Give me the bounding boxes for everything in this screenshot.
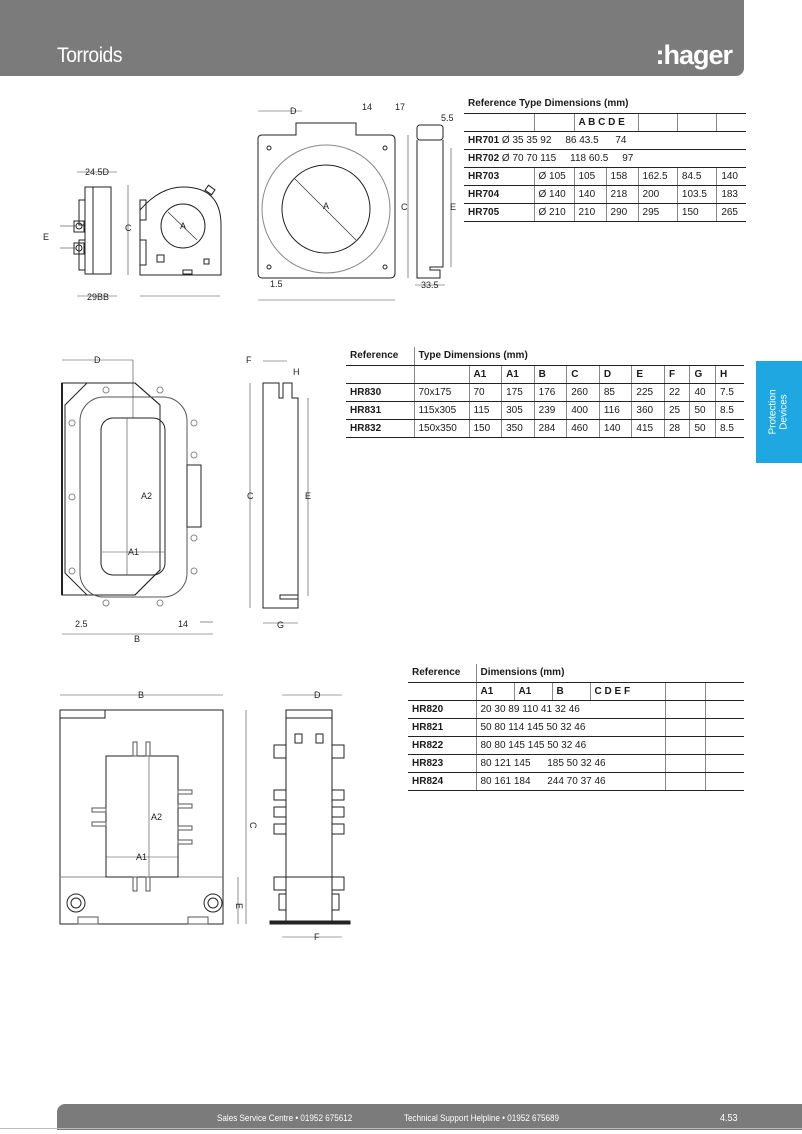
dim-label: F [246,355,252,365]
dim-label: H [293,367,300,377]
dim-label: D [290,106,297,116]
dim-label: A1 [128,547,139,557]
dim-label: D [94,355,101,365]
dim-label: E [305,491,311,501]
dim-label: 2.5 [75,619,88,629]
dim-label: G [277,620,284,630]
dim-label: B [138,690,144,700]
dim-label: A [180,221,186,231]
dim-label: 24.5D [85,167,110,177]
hager-logo: :hager [655,40,733,70]
dim-label: C [247,491,254,501]
table-row: HR830 70x175 70 175 176 260 85 225 22 40… [346,383,744,402]
table-row: HR832 150x350 150 350 284 460 140 415 28… [346,419,744,438]
dim-label: 33.5 [421,280,439,290]
dim-label: 1.5 [270,279,283,289]
sales-contact: Sales Service Centre • 01952 675612 [217,1113,353,1123]
dim-label: 14 [362,102,372,112]
hr820-dimensions-table: Reference Dimensions (mm) A1 A1 B C D E … [408,664,744,791]
column-headers: A B C D E [573,113,639,132]
table-row: HR705 Ø 210 210 290 295 150 265 [464,203,746,222]
page-number: 4.53 [720,1113,738,1124]
dim-label: C [401,202,408,212]
dim-label: 5.5 [441,113,454,123]
footer-divider [0,1128,802,1129]
dim-label: 14 [178,619,188,629]
table-row: HR823 80 121 145 185 50 32 46 [408,754,744,773]
dim-label: E [234,903,244,909]
page-footer: Sales Service Centre • 01952 675612 Tech… [57,1104,802,1130]
dim-label: F [314,932,320,942]
dim-label: B [134,634,140,644]
dim-label: A1 [136,852,147,862]
page-header: Torroids :hager [0,0,744,76]
table-row: HR831 115x305 115 305 239 400 116 360 25… [346,401,744,420]
table-row: HR702 Ø 70 70 115 118 60.5 97 [464,149,746,168]
dim-label: C [248,822,258,829]
table-row: HR821 50 80 114 145 50 32 46 [408,718,744,737]
dim-label: E [43,232,49,242]
dim-label: A [323,201,329,211]
torroid-hr830-drawing: D A2 A1 2.5 14 B F H C E G [61,355,311,644]
page-title: Torroids [57,44,123,67]
dim-label: C [125,223,132,233]
hr700-dimensions-table: Reference Type Dimensions (mm) A B C D E… [464,95,746,222]
table-row: HR822 80 80 145 145 50 32 46 [408,736,744,755]
dim-label: A2 [151,812,162,822]
dim-label: A2 [141,491,152,501]
torroid-hr700-drawing: 24.5D E 29BB C A D 14 17 5.5 A C E 1.5 3… [43,102,456,302]
dim-label: 17 [395,102,405,112]
torroid-hr820-drawing: B A2 A1 C E D F [59,690,351,942]
dim-label: 29BB [87,292,109,302]
dim-label: D [314,690,321,700]
table-row: HR701 Ø 35 35 92 86 43.5 74 [464,131,746,150]
table-row: HR824 80 161 184 244 70 37 46 [408,772,744,791]
table-row: HR820 20 30 89 110 41 32 46 [408,700,744,719]
support-contact: Technical Support Helpline • 01952 67568… [404,1113,560,1123]
dim-label: E [450,202,456,212]
table-header: Reference Type Dimensions (mm) [464,95,746,114]
table-row: HR703 Ø 105 105 158 162.5 84.5 140 [464,167,746,186]
table-row: HR704 Ø 140 140 218 200 103.5 183 [464,185,746,204]
hr830-dimensions-table: Reference Type Dimensions (mm) A1 A1 B C… [346,347,744,438]
